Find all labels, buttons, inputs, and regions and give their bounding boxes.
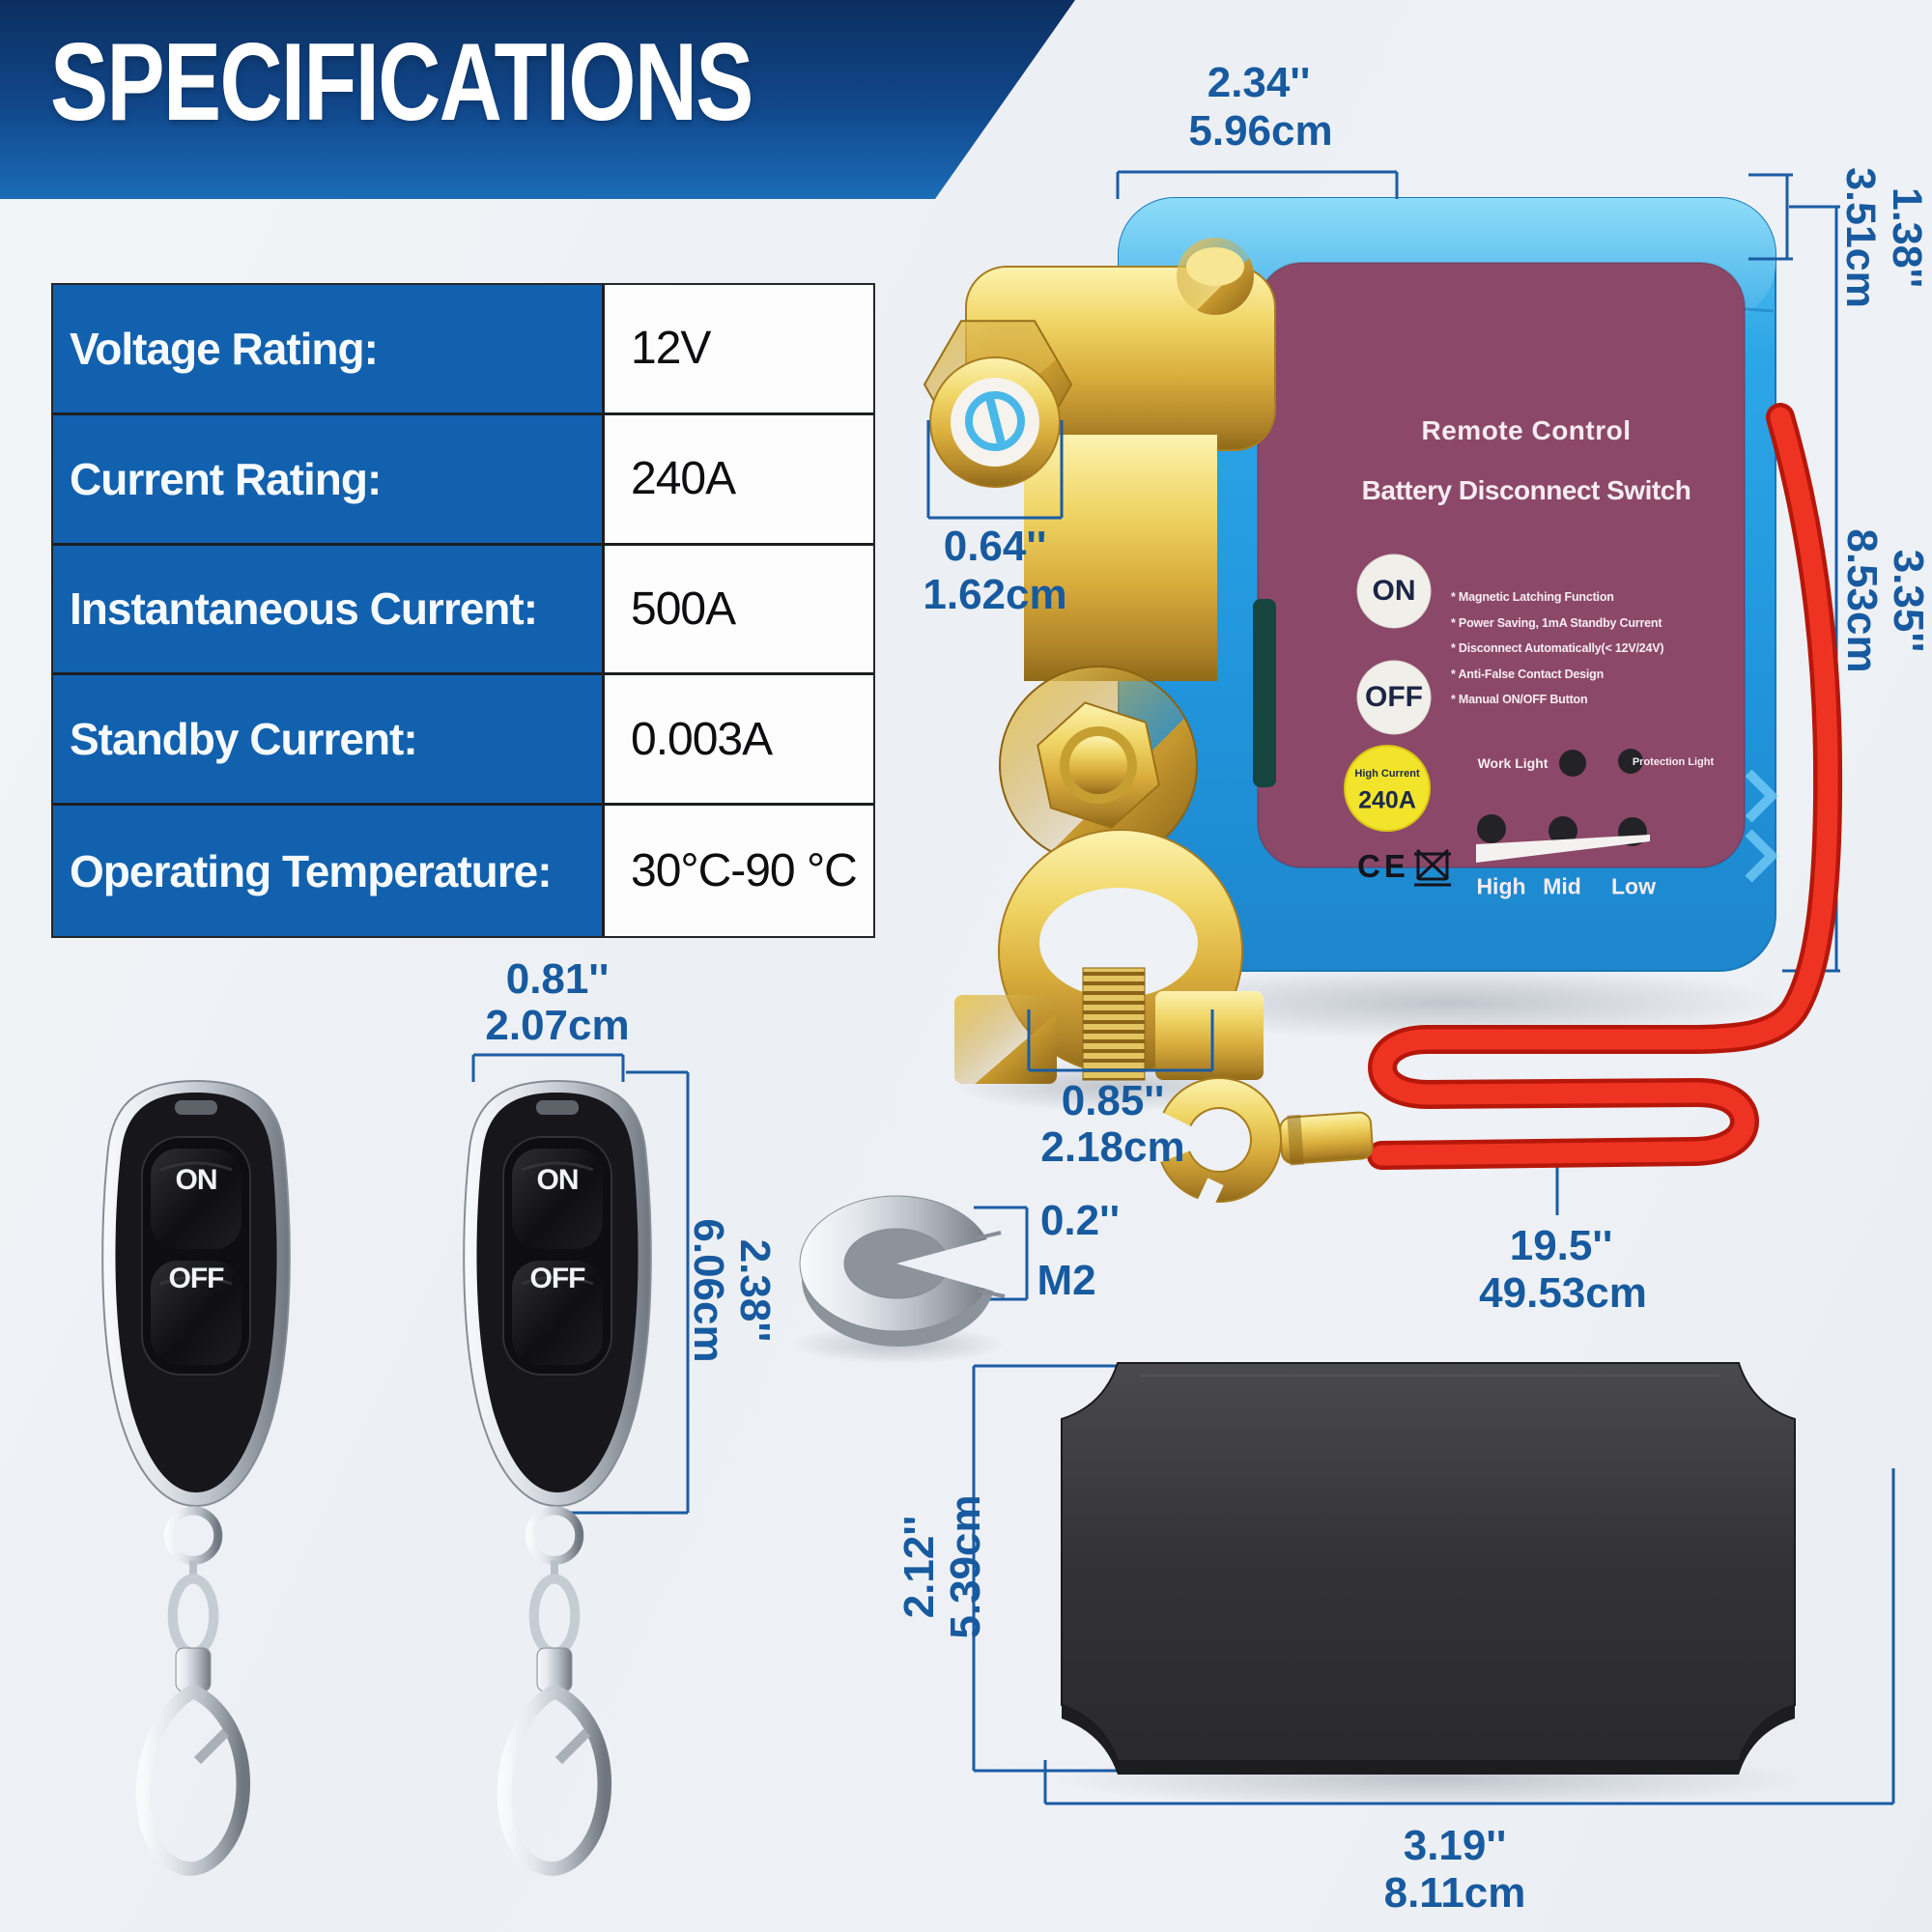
dim-device-height: 3.35''8.53cm xyxy=(1838,528,1932,673)
on-button xyxy=(1356,554,1432,629)
dim-knob-cm: 1.62cm xyxy=(923,571,1067,618)
dim-remote-height: 2.38''6.06cm xyxy=(685,1218,779,1363)
dim-cable-in: 19.5'' xyxy=(1509,1222,1613,1269)
table-row-value: 12V xyxy=(602,285,873,415)
dim-device-width-cm: 5.96cm xyxy=(1188,107,1333,155)
device-label-panel xyxy=(1257,262,1746,868)
table-row-label: Voltage Rating: xyxy=(53,285,602,415)
mounting-pad xyxy=(1061,1362,1796,1775)
battery-switch-device xyxy=(1118,197,1779,972)
level-wedge xyxy=(1476,835,1650,863)
keychain-clasp xyxy=(143,1511,243,1869)
dim-device-width-in: 2.34'' xyxy=(1207,59,1311,106)
remote-on-label: ON xyxy=(536,1164,580,1196)
protection-light-label: Protection Light xyxy=(1632,756,1715,768)
power-icon xyxy=(965,391,1025,451)
dim-knob-in: 0.64'' xyxy=(943,523,1047,570)
table-row-label: Operating Temperature: xyxy=(53,806,602,936)
dim-pad-height: 2.12''5.39cm xyxy=(895,1494,989,1639)
remote-off-label: OFF xyxy=(529,1263,586,1294)
gold-terminal-assembly xyxy=(923,238,1276,1084)
specifications-banner xyxy=(0,0,1075,199)
dim-remote-width-in: 0.81'' xyxy=(505,955,610,1003)
badge-top-label: High Current xyxy=(1354,768,1420,780)
clamp-screw xyxy=(1082,967,1146,1081)
high-current-badge xyxy=(1344,745,1431,832)
device-off-label: OFF xyxy=(1365,681,1423,713)
weee-icon xyxy=(1414,848,1451,887)
dim-cap-height: 1.38''3.51cm xyxy=(1837,167,1930,308)
dim-remote-width-cm: 2.07cm xyxy=(485,1002,630,1049)
feature-list: * Magnetic Latching Function * Power Sav… xyxy=(1451,590,1664,706)
remote-off-label: OFF xyxy=(168,1263,225,1294)
dim-clamp-cm: 2.18cm xyxy=(1040,1123,1185,1171)
dim-washer-size: M2 xyxy=(1037,1257,1096,1304)
table-row-value: 240A xyxy=(602,414,873,546)
page-title: SPECIFICATIONS xyxy=(50,21,753,144)
protection-light-led xyxy=(1618,749,1643,774)
device-on-label: ON xyxy=(1372,575,1416,607)
table-row-value: 0.003A xyxy=(602,675,873,807)
spec-table: Voltage Rating: 12V Current Rating: 240A… xyxy=(51,283,875,938)
device-title-line1: Remote Control xyxy=(1421,415,1632,445)
chevron-icon xyxy=(1745,769,1779,883)
off-button xyxy=(1356,660,1432,735)
dim-cable-cm: 49.53cm xyxy=(1479,1269,1647,1317)
red-cable xyxy=(1367,403,1843,1170)
remote-on-label: ON xyxy=(175,1164,218,1196)
dim-pad-width-cm: 8.11cm xyxy=(1383,1869,1526,1917)
keychain-clasp xyxy=(504,1511,605,1869)
ring-terminal xyxy=(1148,1077,1374,1208)
device-title-line2: Battery Disconnect Switch xyxy=(1361,475,1691,505)
dim-clamp-in: 0.85'' xyxy=(1061,1077,1165,1124)
work-light-label: Work Light xyxy=(1477,755,1548,771)
table-row-value: 500A xyxy=(602,545,873,676)
split-washer xyxy=(799,1195,1012,1347)
table-row-value: 30°C-90 °C xyxy=(602,806,873,936)
dim-washer-in: 0.2'' xyxy=(1039,1197,1121,1244)
level-low: Low xyxy=(1611,873,1656,899)
level-mid: Mid xyxy=(1543,873,1581,899)
dim-pad-width-in: 3.19'' xyxy=(1403,1822,1507,1869)
table-row-label: Instantaneous Current: xyxy=(53,545,602,676)
dimension-lines xyxy=(471,170,1895,1805)
work-light-led xyxy=(1559,750,1586,777)
table-row-label: Standby Current: xyxy=(53,675,602,807)
table-row-label: Current Rating: xyxy=(53,414,602,546)
badge-value-label: 240A xyxy=(1358,786,1416,814)
level-high: High xyxy=(1476,873,1526,899)
ce-mark-icon: CE xyxy=(1357,848,1409,884)
